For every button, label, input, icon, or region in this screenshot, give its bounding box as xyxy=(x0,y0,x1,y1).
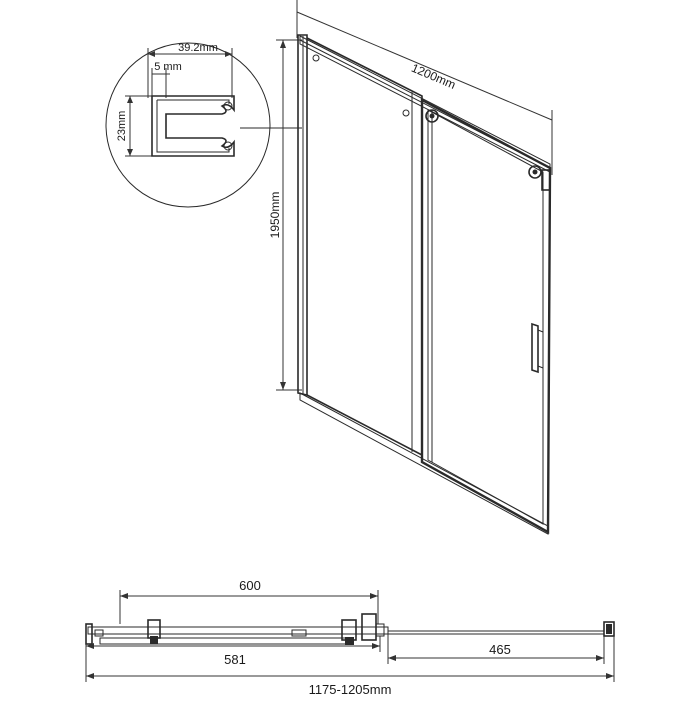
detail-height-arrow-top xyxy=(127,96,133,103)
plan-left-label: 581 xyxy=(224,652,246,667)
rail-stopper xyxy=(541,169,551,191)
profile-section-outline xyxy=(151,95,235,157)
roller-left-hub xyxy=(429,113,435,119)
sliding-door-inner xyxy=(427,109,544,525)
fixed-panel xyxy=(306,37,423,457)
plan-fitting-1 xyxy=(94,629,104,637)
profile-detail: 39.2mm 5 mm 23mm xyxy=(105,42,302,208)
detail-circle xyxy=(105,42,271,208)
plan-right-arrow-right xyxy=(596,655,604,661)
roller-right-hub xyxy=(532,169,538,175)
plan-handle xyxy=(291,629,307,637)
detail-width-label: 39.2mm xyxy=(178,42,218,54)
plan-right-arrow-left xyxy=(388,655,396,661)
plan-right-label: 465 xyxy=(489,642,511,657)
plan-wall-right-inner xyxy=(606,624,612,634)
plan-top-label: 600 xyxy=(239,578,261,593)
plan-fixed-glass xyxy=(87,626,389,635)
detail-width-arrow-left xyxy=(148,51,155,57)
plan-left-arrow-left xyxy=(86,643,94,649)
plan-wall-right xyxy=(603,621,615,637)
elevation-height-arrow-top xyxy=(280,40,286,48)
detail-height-label: 23mm xyxy=(116,111,128,142)
elevation-width-dim-line xyxy=(296,11,553,121)
plan-roller-2-base xyxy=(345,637,354,645)
plan-total-arrow-right xyxy=(606,673,614,679)
plan-sliding-glass xyxy=(99,637,351,645)
elevation-view: 1200mm 1950mm xyxy=(268,0,553,535)
door-handle-mount-top xyxy=(537,329,544,333)
plan-roller-1 xyxy=(147,619,161,639)
fixed-panel-bracket-bottom xyxy=(402,109,410,117)
plan-total-label: 1175-1205mm xyxy=(309,682,392,697)
bottom-threshold xyxy=(299,392,549,535)
elevation-height-label: 1950mm xyxy=(268,192,282,239)
roller-right-icon xyxy=(528,165,542,179)
detail-height-arrow-bottom xyxy=(127,149,133,156)
plan-wall-left xyxy=(85,623,93,645)
detail-width-arrow-right xyxy=(225,51,232,57)
plan-top-arrow-right xyxy=(370,593,378,599)
elevation-height-arrow-bottom xyxy=(280,382,286,390)
detail-inner-label: 5 mm xyxy=(154,61,182,73)
plan-total-arrow-left xyxy=(86,673,94,679)
plan-top-arrow-left xyxy=(120,593,128,599)
profile-hook-top xyxy=(223,101,233,111)
profile-section-inner xyxy=(156,99,230,153)
plan-view: 600 581 465 xyxy=(85,578,615,697)
roller-left-icon xyxy=(425,109,439,123)
door-handle-mount-bottom xyxy=(537,365,544,369)
profile-hook-bottom xyxy=(223,141,233,151)
plan-left-arrow-right xyxy=(372,643,380,649)
fixed-panel-bracket-top xyxy=(312,54,320,62)
plan-roller-1-base xyxy=(150,636,158,644)
elevation-width-label: 1200mm xyxy=(409,61,457,92)
door-handle-icon xyxy=(531,322,539,374)
